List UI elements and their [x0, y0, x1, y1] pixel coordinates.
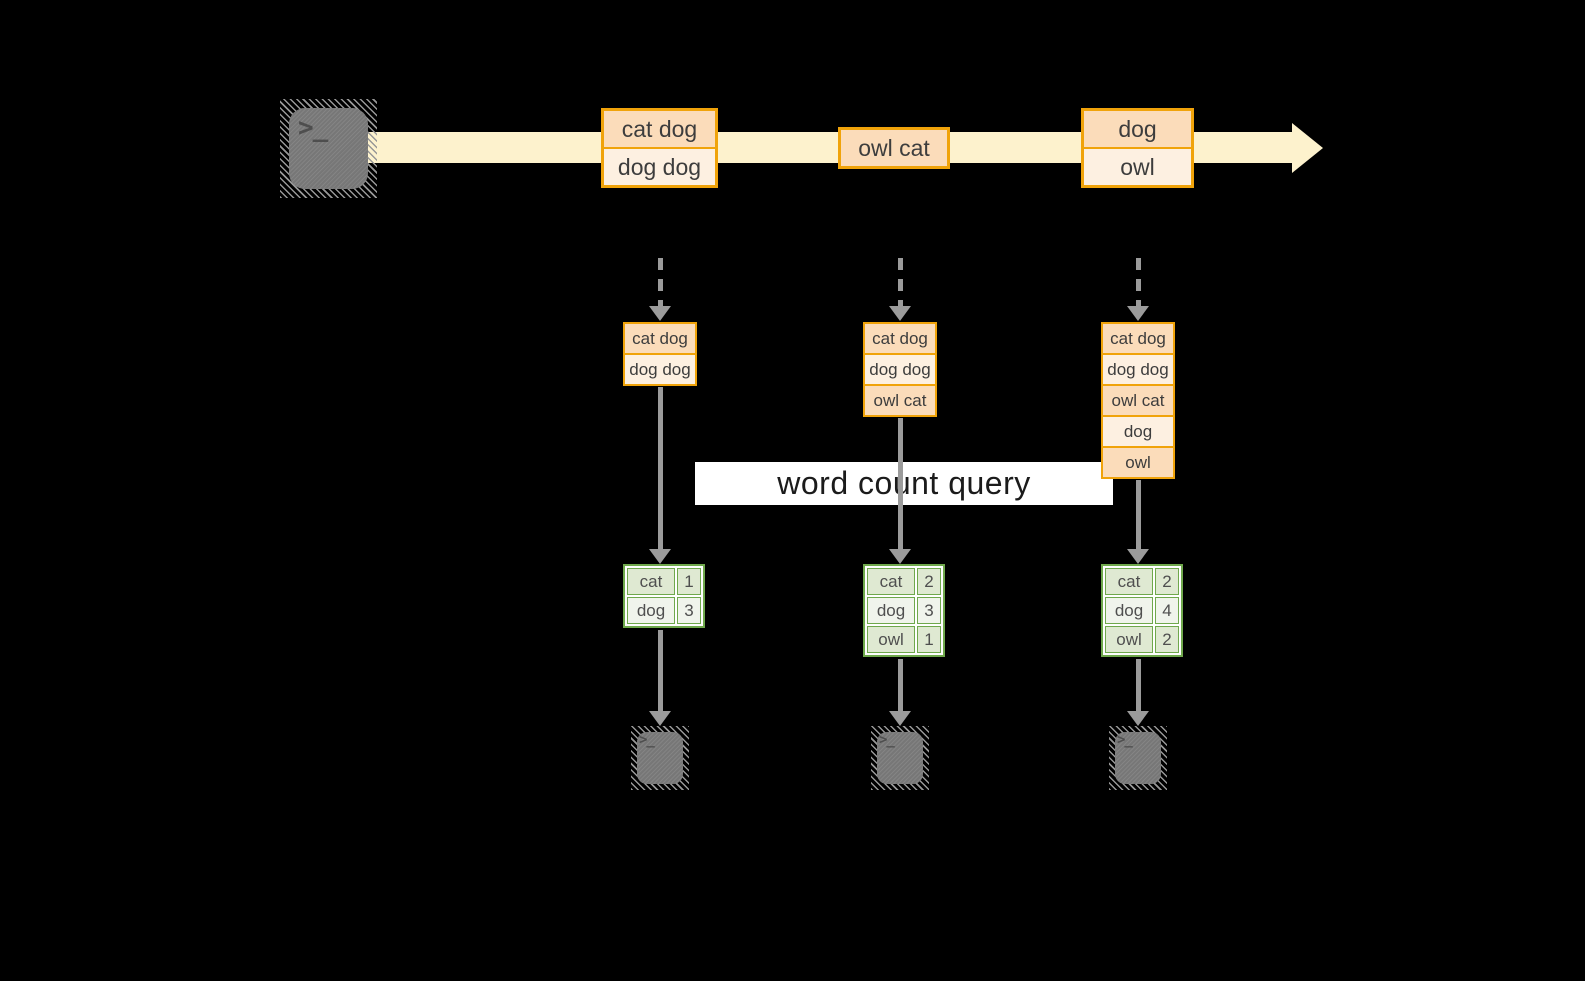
- stream-batch-1: cat dog dog dog: [601, 108, 718, 188]
- count-cell: 3: [677, 597, 701, 624]
- terminal-screen: [1115, 732, 1161, 784]
- ingest-arrowhead-icon-1: [649, 306, 671, 321]
- table-line: cat dog: [1103, 324, 1173, 353]
- word-cell: dog: [1105, 597, 1153, 624]
- word-cell: dog: [627, 597, 675, 624]
- word-cell: owl: [1105, 626, 1153, 653]
- ingest-arrowhead-icon-2: [889, 306, 911, 321]
- terminal-sink-icon-3: >_: [1109, 726, 1167, 790]
- stream-batch-2: owl cat: [838, 127, 950, 169]
- word-cell: cat: [627, 568, 675, 595]
- query-label: word count query: [695, 462, 1113, 505]
- terminal-prompt-icon: >_: [879, 732, 895, 748]
- terminal-screen: [637, 732, 683, 784]
- table-line: dog dog: [1103, 355, 1173, 384]
- terminal-screen: [289, 108, 368, 189]
- result-table-2: cat 2 dog 3 owl 1: [863, 564, 945, 657]
- stream-arrowhead-icon: [1292, 123, 1323, 173]
- word-cell: cat: [1105, 568, 1153, 595]
- count-cell: 1: [677, 568, 701, 595]
- terminal-prompt-icon: >_: [639, 732, 655, 748]
- table-line: owl cat: [865, 386, 935, 415]
- table-line: cat dog: [865, 324, 935, 353]
- input-table-stack-2: cat dog dog dog owl cat: [863, 322, 937, 417]
- count-cell: 1: [917, 626, 941, 653]
- query-arrowhead-icon-1: [649, 549, 671, 564]
- ingest-arrow-line-2: [897, 258, 903, 306]
- result-table-3: cat 2 dog 4 owl 2: [1101, 564, 1183, 657]
- count-cell: 3: [917, 597, 941, 624]
- count-cell: 2: [1155, 626, 1179, 653]
- terminal-sink-icon-2: >_: [871, 726, 929, 790]
- input-table-stack-1: cat dog dog dog: [623, 322, 697, 386]
- query-arrow-line-2: [897, 418, 903, 549]
- count-cell: 2: [1155, 568, 1179, 595]
- output-arrowhead-icon-2: [889, 711, 911, 726]
- word-cell: owl: [867, 626, 915, 653]
- terminal-prompt-icon: >_: [1117, 732, 1133, 748]
- table-line: dog dog: [625, 355, 695, 384]
- table-line: dog: [1103, 417, 1173, 446]
- stream-batch-3: dog owl: [1081, 108, 1194, 188]
- result-table-1: cat 1 dog 3: [623, 564, 705, 628]
- ingest-arrow-line-1: [657, 258, 663, 306]
- table-line: owl: [1103, 448, 1173, 477]
- terminal-sink-icon-1: >_: [631, 726, 689, 790]
- output-arrowhead-icon-3: [1127, 711, 1149, 726]
- ingest-arrow-line-3: [1135, 258, 1141, 306]
- count-cell: 4: [1155, 597, 1179, 624]
- batch-line: owl: [1084, 149, 1191, 185]
- count-cell: 2: [917, 568, 941, 595]
- query-arrowhead-icon-3: [1127, 549, 1149, 564]
- table-line: cat dog: [625, 324, 695, 353]
- word-cell: dog: [867, 597, 915, 624]
- output-arrow-line-1: [657, 630, 663, 711]
- query-arrow-line-1: [657, 387, 663, 549]
- output-arrowhead-icon-1: [649, 711, 671, 726]
- table-line: owl cat: [1103, 386, 1173, 415]
- batch-line: owl cat: [841, 130, 947, 166]
- word-cell: cat: [867, 568, 915, 595]
- ingest-arrowhead-icon-3: [1127, 306, 1149, 321]
- terminal-prompt-icon: >_: [298, 113, 328, 143]
- batch-line: dog: [1084, 111, 1191, 147]
- table-line: dog dog: [865, 355, 935, 384]
- query-arrow-line-3: [1135, 480, 1141, 549]
- terminal-screen: [877, 732, 923, 784]
- batch-line: dog dog: [604, 149, 715, 185]
- terminal-source-icon: >_: [280, 99, 377, 198]
- output-arrow-line-2: [897, 659, 903, 711]
- batch-line: cat dog: [604, 111, 715, 147]
- input-table-stack-3: cat dog dog dog owl cat dog owl: [1101, 322, 1175, 479]
- output-arrow-line-3: [1135, 659, 1141, 711]
- query-arrowhead-icon-2: [889, 549, 911, 564]
